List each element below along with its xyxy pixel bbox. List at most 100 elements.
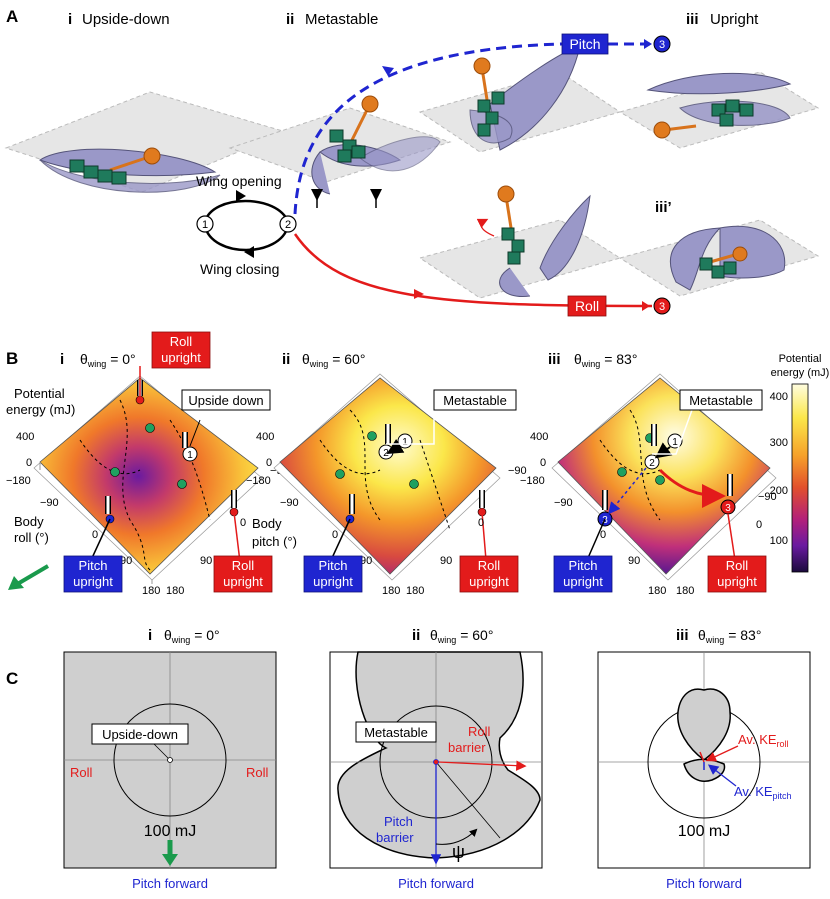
node-3-roll: [653, 297, 671, 315]
b-iii-roll-upright-2: upright: [717, 574, 757, 589]
b-i-roll-upright-top-box: [151, 331, 211, 369]
c-ii-roll-barrier-1: Roll: [468, 724, 491, 739]
b-ii-roll-90: 90: [360, 555, 372, 567]
robot-upright: [646, 72, 792, 139]
b-i-pitch-0: 0: [240, 517, 246, 529]
b-iii-roll-180: 180: [648, 585, 666, 597]
c-iii-theta: θwing = 83°: [698, 627, 761, 645]
stage-i-num: i: [68, 11, 72, 28]
b-ii-num: ii: [282, 351, 290, 368]
roll-axis-label-1: Body: [14, 514, 44, 529]
b-ii-node-1: 1: [402, 437, 408, 448]
c-iii-100mj: 100 mJ: [678, 823, 730, 840]
c-ii-metastable: Metastable: [364, 725, 428, 740]
c-iii-pitch-forward: Pitch forward: [666, 876, 742, 891]
b-ii-roll-upright-1: Roll: [478, 558, 501, 573]
b-iii-z-400: 400: [530, 431, 548, 443]
colorbar-tick-300: 300: [770, 437, 788, 449]
wing-closing-label: Wing closing: [200, 261, 279, 277]
b-ii-roll-0: 0: [332, 529, 338, 541]
b-i-roll-upright-2: upright: [223, 574, 263, 589]
b-ii-roll-180: 180: [382, 585, 400, 597]
c-ii-roll-barrier-2: barrier: [448, 740, 486, 755]
colorbar-tick-200: 200: [770, 485, 788, 497]
b-iii-pitch-upright-box: [553, 555, 613, 593]
b-i-roll-180: 180: [142, 585, 160, 597]
c-iii-region-upper: [677, 688, 731, 761]
panel-b-letter: B: [6, 349, 18, 368]
b-ii-pitch-m90: −90: [508, 465, 527, 477]
pitch-axis-label-2: pitch (°): [252, 534, 297, 549]
b-ii-node-2: 2: [383, 448, 389, 459]
b-iii-pitch-180: 180: [676, 585, 694, 597]
c-i-theta: θwing = 0°: [164, 627, 220, 645]
c-ii-pitch-forward: Pitch forward: [398, 876, 474, 891]
stage-ii-label: Metastable: [305, 11, 378, 28]
c-ii-roll-barrier-arrow: [437, 760, 527, 771]
stage-i-label: Upside-down: [82, 11, 170, 28]
stage-iii-num: iii: [686, 11, 699, 28]
b-ii-z-400: 400: [256, 431, 274, 443]
b-i-pitch-180: 180: [166, 585, 184, 597]
b-ii-roll-upright-box: [459, 555, 519, 593]
b-i-num: i: [60, 351, 64, 368]
b-i-roll-upright-top-2: upright: [161, 350, 201, 365]
b-ii-m180: −180: [246, 475, 271, 487]
z-axis-label-1: Potential: [14, 386, 65, 401]
b-iii-m90: −90: [554, 497, 573, 509]
b-i-z-0: 0: [26, 457, 32, 469]
green-arrow: [12, 564, 50, 588]
b-i-roll-90: 90: [120, 555, 132, 567]
b-ii-m90: −90: [280, 497, 299, 509]
c-i-upside-down: Upside-down: [102, 727, 178, 742]
wing-opening-label: Wing opening: [196, 173, 282, 189]
robot-roll-upright: [670, 225, 786, 291]
panel-a: A i Upside-down ii Metastable iii Uprigh…: [4, 7, 820, 317]
node-1-label: 1: [202, 219, 208, 231]
c-iii-num: iii: [676, 627, 689, 644]
robot-upside-down: [38, 147, 221, 193]
c-i-roll-left: Roll: [70, 765, 93, 780]
b-ii-pitch-upright-box: [303, 555, 363, 593]
b-iii-m180: −180: [520, 475, 545, 487]
b-iii-roll-90: 90: [628, 555, 640, 567]
b-ii-pitch-180: 180: [406, 585, 424, 597]
stage-iii-label: Upright: [710, 11, 759, 28]
b-i-m180: −180: [6, 475, 31, 487]
c-i-roll-right: Roll: [246, 765, 269, 780]
node-3-pitch-label: 3: [659, 39, 665, 51]
b-iii-node-1: 1: [672, 437, 678, 448]
c-i-num: i: [148, 627, 152, 644]
node-3-pitch: [653, 35, 671, 53]
b-iii-z-0: 0: [540, 457, 546, 469]
b-ii-metastable: Metastable: [443, 393, 507, 408]
colorbar-title-2: energy (mJ): [771, 367, 830, 379]
c-ii-num: ii: [412, 627, 420, 644]
pitch-label: Pitch: [569, 36, 600, 52]
stage-iii-prime: iii’: [655, 199, 672, 216]
surface-b-ii: 2 1: [273, 373, 501, 581]
pitch-axis-label-1: Body: [252, 516, 282, 531]
b-iii-node-3-roll: 3: [725, 503, 731, 514]
roll-axis-label-2: roll (°): [14, 530, 49, 545]
c-ii-psi: ψ: [452, 842, 465, 862]
colorbar-tick-100: 100: [770, 535, 788, 547]
b-iii-theta: θwing = 83°: [574, 351, 637, 369]
upside-down-box: [181, 389, 271, 411]
c-ii-metastable-box: [355, 721, 437, 743]
b-ii-z-0: 0: [266, 457, 272, 469]
b-ii-pitch-upright-2: upright: [313, 574, 353, 589]
upside-down-label: Upside down: [188, 393, 263, 408]
b-i-roll-upright-top-1: Roll: [170, 334, 193, 349]
surface-b-iii: 3 3 2 1: [551, 373, 777, 581]
robot-pitch-mid: [469, 45, 581, 151]
pitch-path: [293, 42, 652, 215]
b-i-m90: −90: [40, 497, 59, 509]
c-iii-av-ke-pitch: Av. KEpitch: [734, 784, 792, 801]
b-i-z-400: 400: [16, 431, 34, 443]
b-iii-pitch-upright-1: Pitch: [569, 558, 598, 573]
surface-b-i: 1: [33, 366, 263, 584]
b-i-pitch-90: 90: [200, 555, 212, 567]
colorbar-tick-400: 400: [770, 391, 788, 403]
